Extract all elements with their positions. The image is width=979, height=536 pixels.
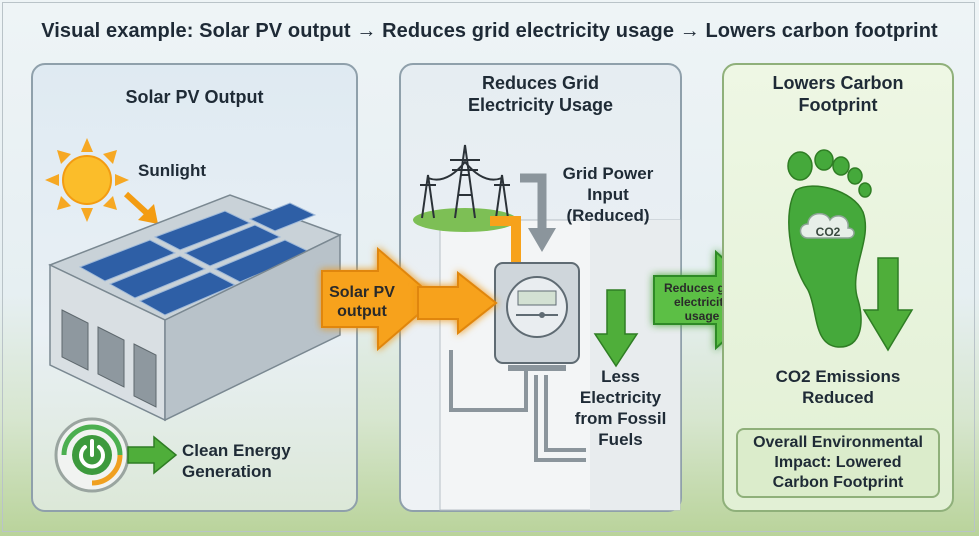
reduces-grid-label-line2: electricity xyxy=(673,295,731,309)
clean-energy-label-line2: Generation xyxy=(182,462,272,481)
clean-energy-arrow-icon xyxy=(127,435,178,475)
grid-power-label-line1: Grid Power xyxy=(562,164,654,183)
less-electricity-line4: Fuels xyxy=(598,430,643,449)
impact-label-line1: Overall Environmental xyxy=(753,434,923,451)
panel-carbon-heading: Lowers Carbon Footprint xyxy=(722,72,954,116)
footprint-icon: CO2 xyxy=(787,149,872,348)
emissions-label-line1: CO2 Emissions xyxy=(775,367,901,386)
grid-input-arrow-icon xyxy=(520,173,556,252)
clean-energy-label-line1: Clean Energy xyxy=(182,441,291,460)
power-icon xyxy=(54,417,130,493)
emissions-down-arrow-icon xyxy=(862,257,914,352)
less-electricity-line3: from Fossil xyxy=(574,409,667,428)
panel-carbon-heading-line1: Lowers Carbon xyxy=(772,73,904,93)
impact-label: Overall Environmental Impact: Lowered Ca… xyxy=(736,433,940,493)
less-electricity-arrow-icon xyxy=(593,289,639,368)
less-electricity-line1: Less xyxy=(601,367,640,386)
panel-grid-heading: Reduces Grid Electricity Usage xyxy=(399,72,682,116)
less-electricity-label: Less Electricity from Fossil Fuels xyxy=(568,366,673,450)
co2-badge-text: CO2 xyxy=(816,225,841,239)
panel-grid-heading-line2: Electricity Usage xyxy=(467,95,614,115)
solar-output-label-line1: Solar PV xyxy=(329,284,395,301)
grid-power-label: Grid Power Input (Reduced) xyxy=(553,163,663,226)
grid-power-label-line2: Input xyxy=(587,185,629,204)
impact-label-line3: Carbon Footprint xyxy=(772,474,904,491)
reduces-grid-label-line3: usage xyxy=(684,309,720,323)
emissions-label: CO2 Emissions Reduced xyxy=(722,366,954,408)
impact-box xyxy=(736,428,940,498)
solar-output-label-line2: output xyxy=(337,303,387,320)
solar-output-arrow-icon xyxy=(321,246,498,352)
solar-building-illustration xyxy=(48,194,342,422)
electric-meter-icon xyxy=(494,262,580,371)
sunlight-arrow-icon xyxy=(123,191,158,224)
emissions-label-line2: Reduced xyxy=(802,388,874,407)
panel-carbon-heading-line2: Footprint xyxy=(798,95,878,115)
panel-grid-heading-line1: Reduces Grid xyxy=(481,73,600,93)
less-electricity-line2: Electricity xyxy=(579,388,662,407)
impact-label-line2: Impact: Lowered xyxy=(774,454,902,471)
diagram-title: Visual example: Solar PV output → Reduce… xyxy=(41,20,938,42)
sunlight-label: Sunlight xyxy=(138,161,206,180)
panel-solar-heading: Solar PV Output xyxy=(125,87,264,107)
grid-power-label-line3: (Reduced) xyxy=(566,206,650,225)
cable-lines xyxy=(449,350,586,462)
reduces-grid-label-line1: Reduces grid xyxy=(663,281,741,295)
sun-icon xyxy=(45,138,129,222)
